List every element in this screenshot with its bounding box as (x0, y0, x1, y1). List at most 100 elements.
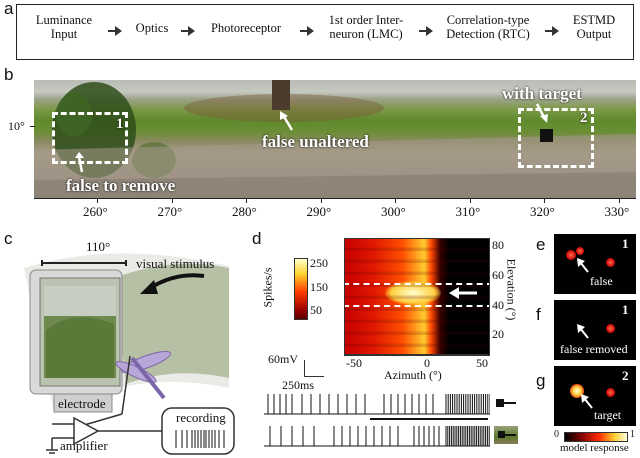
pipeline-step-estmd: ESTMD Output (562, 13, 626, 42)
azimuth-tick (171, 198, 173, 203)
model-colorbar (564, 432, 628, 442)
pipeline-step-optics: Optics (126, 21, 178, 35)
colorbar (294, 258, 308, 320)
panel-label-e: e (536, 235, 546, 254)
panel-label-g: g (536, 371, 546, 390)
response-blob (606, 258, 615, 267)
arrow-left-icon (496, 399, 516, 407)
label-with-target: with target (502, 84, 582, 103)
stimulus-bar-1 (370, 418, 488, 420)
arrow-left-icon (449, 287, 477, 299)
heatmap-x-axis (344, 354, 488, 355)
panel-label-d: d (252, 229, 262, 248)
step-text: Output (576, 27, 612, 42)
spike-trace-1 (264, 394, 490, 415)
electrode-label: electrode (58, 396, 106, 411)
step-text: Detection (RTC) (446, 27, 530, 42)
step-text: Optics (135, 21, 169, 35)
scale-bar-v (304, 360, 305, 376)
response-blob-target (570, 384, 584, 398)
azimuth-tick-label: 330° (604, 204, 630, 219)
arrow-icon (577, 324, 589, 339)
arrow-icon (577, 258, 589, 273)
azimuth-tick-label: 300° (381, 204, 406, 219)
model-panel-e: 1 false (554, 234, 636, 294)
panel-number: 1 (622, 236, 629, 251)
response-blob (606, 324, 615, 333)
colorbar-tick: 150 (310, 280, 328, 294)
x-tick: 50 (476, 356, 488, 370)
azimuth-tick (320, 198, 322, 203)
model-panel-g: 2 target (554, 366, 636, 426)
x-tick: 0 (424, 356, 430, 370)
step-text: Luminance (35, 13, 93, 27)
y-tick: 20 (492, 327, 504, 341)
scale-voltage-label: 60mV (268, 352, 298, 366)
azimuth-tick-label: 260° (83, 204, 108, 219)
elevation-tick-label: 10° (8, 119, 25, 133)
elevation-tick (30, 126, 35, 127)
y-tick: 60 (492, 268, 504, 282)
false-distractor-box-1 (52, 112, 128, 164)
target-box-2 (518, 108, 594, 168)
box-number-2: 2 (580, 110, 588, 126)
arrow-icon (581, 394, 593, 409)
target-square (540, 129, 553, 142)
label-false-removed: false removed (560, 342, 628, 356)
model-panel-f: 1 false removed (554, 300, 636, 360)
azimuth-tick-label: 290° (306, 204, 332, 219)
label-false-remove: false to remove (66, 176, 176, 195)
scale-time-label: 250ms (282, 378, 315, 392)
arrow-right-icon (419, 26, 433, 36)
colorbar-tick: 250 (310, 256, 328, 270)
azimuth-tick (395, 198, 396, 203)
azimuth-tick-label: 270° (157, 204, 183, 219)
y-tick: 40 (492, 298, 504, 312)
box-number-1: 1 (116, 116, 124, 132)
arrow-right-icon (108, 26, 122, 36)
colorbar-tick: 50 (310, 303, 322, 317)
azimuth-axis (34, 198, 636, 199)
arrow-icon (535, 103, 548, 123)
pipeline-step-lmc: 1st order Inter- neuron (LMC) (318, 13, 414, 42)
label-false-unaltered: false unaltered (262, 132, 369, 151)
azimuth-tick-label: 310° (455, 204, 481, 219)
model-cbar-label: model response (560, 442, 629, 454)
colorbar-label: Spikes/s (260, 267, 275, 308)
recording-label: recording (176, 410, 226, 425)
pipeline-box (16, 4, 634, 60)
pipeline-step-photoreceptor: Photoreceptor (198, 21, 294, 35)
pipeline-step-luminance: Luminance Input (26, 13, 102, 42)
azimuth-tick (618, 198, 620, 203)
step-text: neuron (LMC) (329, 27, 403, 42)
arrow-icon (280, 111, 294, 131)
azimuth-tick-label: 280° (232, 204, 257, 219)
angle-label: 110° (86, 239, 111, 254)
panel-label-b: b (4, 65, 14, 84)
panorama-image: 1 2 with target false unaltered false to… (34, 80, 636, 198)
step-text: Input (50, 27, 78, 42)
model-cbar-max: 1 (630, 429, 635, 440)
step-text: ESTMD (572, 13, 616, 27)
heatmap-band (345, 239, 489, 355)
y-axis-label: Elevation (°) (504, 258, 519, 321)
azimuth-tick-label: 320° (530, 204, 555, 219)
step-text: Correlation-type (446, 13, 530, 27)
arrow-right-icon (545, 26, 559, 36)
arrow-right-icon (300, 26, 314, 36)
heatmap (344, 238, 490, 356)
panel-number: 2 (622, 368, 629, 383)
label-false: false (590, 274, 613, 288)
response-blob (576, 247, 584, 255)
x-tick: -50 (346, 356, 362, 370)
azimuth-tick (469, 198, 471, 203)
model-cbar-min: 0 (554, 429, 559, 440)
stimulus-path-band (345, 283, 489, 307)
panel-label-c: c (4, 229, 13, 248)
heatmap-hotspot (385, 281, 441, 305)
y-tick: 80 (492, 238, 504, 252)
azimuth-tick (544, 198, 545, 203)
step-text: 1st order Inter- (328, 13, 404, 27)
panel-label-a: a (4, 0, 14, 18)
step-text: Photoreceptor (210, 21, 282, 35)
